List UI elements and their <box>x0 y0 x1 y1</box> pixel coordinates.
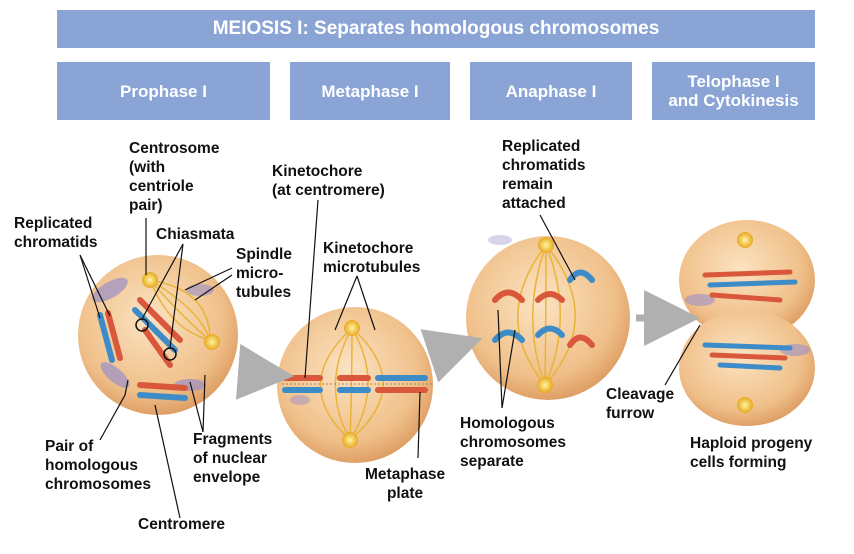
title-banner: MEIOSIS I: Separates homologous chromoso… <box>57 10 815 48</box>
label-chiasmata: Chiasmata <box>156 226 235 243</box>
label-haploid-progeny: Haploid progeny cells forming <box>690 435 813 471</box>
stage-arrows <box>235 290 700 400</box>
metaphase-cell <box>277 307 433 463</box>
leader-lines <box>79 199 701 519</box>
label-fragments-envelope: Fragments of nuclear envelope <box>193 431 273 486</box>
label-metaphase-plate: Metaphase plate <box>365 466 446 502</box>
label-kinetochore-microtubules: Kinetochore microtubules <box>323 240 421 276</box>
telophase-cells <box>679 220 815 426</box>
label-spindle-microtubules: Spindle micro- tubules <box>236 246 292 301</box>
phase-header-anaphase: Anaphase I <box>470 62 632 120</box>
label-homologous-separate: Homologous chromosomes separate <box>460 415 566 470</box>
phase-header-prophase: Prophase I <box>57 62 270 120</box>
label-centromere: Centromere <box>138 516 225 533</box>
label-pair-homologous: Pair of homologous chromosomes <box>45 438 151 493</box>
phase-header-metaphase: Metaphase I <box>290 62 450 120</box>
label-centrosome: Centrosome (with centriole pair) <box>129 140 220 214</box>
label-replicated-chromatids: Replicated chromatids <box>14 215 98 251</box>
label-replicated-attached: Replicated chromatids remain attached <box>502 138 586 212</box>
label-cleavage-furrow: Cleavage furrow <box>606 386 675 422</box>
label-kinetochore: Kinetochore (at centromere) <box>272 163 385 199</box>
phase-header-telophase: Telophase I and Cytokinesis <box>652 62 815 120</box>
prophase-cell <box>78 255 238 415</box>
anaphase-cell <box>466 235 630 400</box>
